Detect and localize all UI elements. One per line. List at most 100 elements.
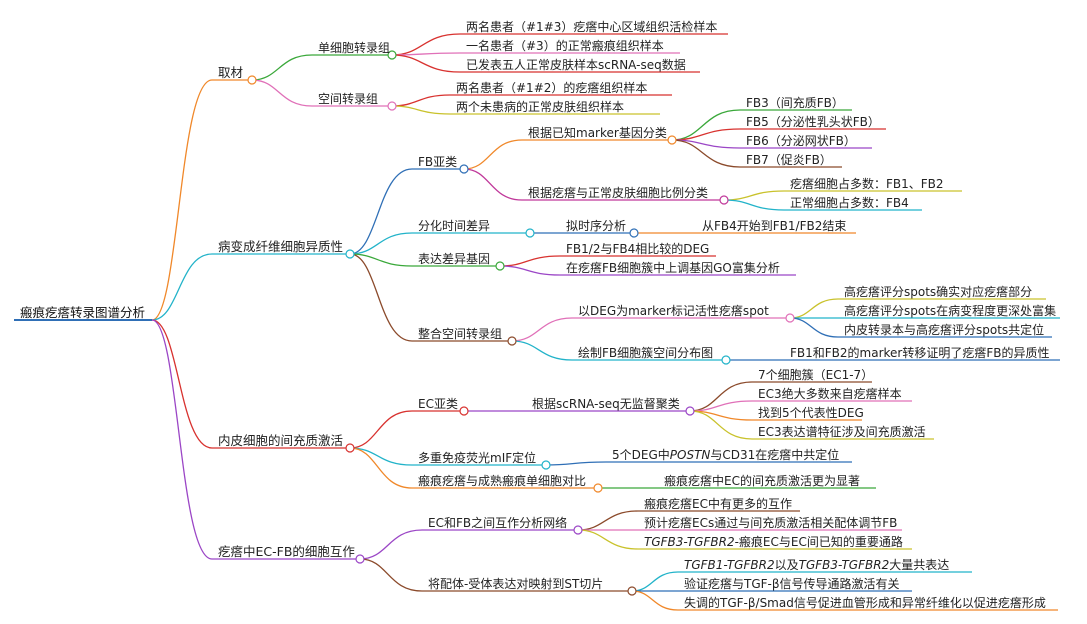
n2_1_2_2-label: 正常细胞占多数：FB4 xyxy=(790,196,909,210)
n2_1_2-label: 根据疙瘩与正常皮肤细胞比例分类 xyxy=(528,186,709,200)
n2_3_2-edge xyxy=(499,265,561,276)
n1_2-dot xyxy=(387,101,397,111)
n2_4_2-edge xyxy=(511,340,573,361)
n1-edge xyxy=(151,79,213,321)
n1_1_2-label: 一名患者（#3）的正常瘢痕组织样本 xyxy=(466,39,664,53)
n3_1_1_4-label: EC3表达谱特征涉及间充质激活 xyxy=(758,425,926,439)
n4_2_3-label: 失调的TGF-β/Smad信号促进血管形成和异常纤维化以促进疙瘩形成 xyxy=(684,596,1046,610)
n2_4_1_3-label: 内皮转录本与高疙瘩评分spots共定位 xyxy=(844,323,1045,337)
n2_1_2_1-edge xyxy=(723,190,785,201)
n2_1-dot xyxy=(459,164,469,174)
n2_3_1-label: FB1/2与FB4相比较的DEG xyxy=(566,242,710,256)
mindmap-dots xyxy=(247,50,795,596)
n2_1-edge xyxy=(349,168,413,255)
n4-label: 疙瘩中EC-FB的细胞互作 xyxy=(218,544,355,559)
n2_1_2-dot xyxy=(719,195,729,205)
n3_1_1-label: 根据scRNA-seq无监督聚类 xyxy=(532,397,680,411)
n4_1_3-part2: -瘢痕EC与EC间已知的重要通路 xyxy=(734,535,903,549)
n1_2-label: 空间转录组 xyxy=(318,92,379,106)
n1-dot xyxy=(247,75,257,85)
n3_2_1-part3: 与CD31在疙瘩中共定位 xyxy=(710,448,840,462)
n3_3-label: 瘢痕疙瘩与成熟瘢痕单细胞对比 xyxy=(418,474,587,488)
n4_2_1-edge xyxy=(631,571,679,592)
n2_3-edge xyxy=(349,253,413,267)
n2_4-edge xyxy=(349,253,413,342)
n4_2_1-part2: 以及 xyxy=(774,558,799,572)
n2-label: 病变成纤维细胞异质性 xyxy=(218,239,344,254)
n2_3_1-edge xyxy=(499,255,561,267)
n2_2_1-dot xyxy=(629,228,639,238)
n3-edge xyxy=(151,319,213,449)
n1-label: 取材 xyxy=(218,65,244,80)
n2_2-edge xyxy=(349,232,413,255)
n3_2-label: 多重免疫荧光mIF定位 xyxy=(418,451,537,465)
n2_4_1-edge xyxy=(511,317,573,342)
n2_2_1-label: 拟时序分析 xyxy=(566,219,627,233)
n3_3-edge xyxy=(349,447,413,489)
n2_4_1_2-label: 高疙瘩评分spots在病变程度更深处富集 xyxy=(844,304,1057,318)
n3_1_1_1-edge xyxy=(689,381,753,412)
n4_2_2-label: 验证疙瘩与TGF-β信号传导通路激活有关 xyxy=(684,577,900,591)
n2_1_1_4-edge xyxy=(671,139,741,168)
n3_2_1-label: 5个DEG中POSTN与CD31在疙瘩中共定位 xyxy=(612,447,839,463)
n4_2-edge xyxy=(359,558,423,592)
n4_1_1-label: 瘢痕疙瘩EC中有更多的互作 xyxy=(644,497,792,511)
n1_1_1-edge xyxy=(391,33,461,56)
n2_1_1_2-label: FB5（分泌性乳头状FB） xyxy=(746,115,880,129)
n4_1-edge xyxy=(359,529,423,560)
n3_1-edge xyxy=(349,410,413,449)
n2_1_2_2-edge xyxy=(723,199,785,211)
n2_1_1-dot xyxy=(667,135,677,145)
n2-dot xyxy=(345,249,355,259)
n2_1_2_1-label: 疙瘩细胞占多数：FB1、FB2 xyxy=(790,177,944,191)
n2_3-dot xyxy=(495,261,505,271)
n4_2-label: 将配体-受体表达对映射到ST切片 xyxy=(428,577,604,591)
n3_1_1_1-label: 7个细胞簇（EC1-7） xyxy=(758,368,874,382)
n2_1_1_3-label: FB6（分泌网状FB） xyxy=(746,134,856,148)
n1_2_1-label: 两名患者（#1#2）的疙瘩组织样本 xyxy=(456,81,648,95)
n1_2_2-label: 两个未患病的正常皮肤组织样本 xyxy=(456,100,625,114)
n2_2_1_1-label: 从FB4开始到FB1/FB2结束 xyxy=(702,219,847,233)
n3_1_1_2-label: EC3绝大多数来自疙瘩样本 xyxy=(758,387,902,401)
n3_3-dot xyxy=(593,483,603,493)
n1_2-edge xyxy=(251,79,313,107)
n4_1-dot xyxy=(573,525,583,535)
n2_1_2-edge xyxy=(463,168,523,201)
n4_2_1-part4: 大量共表达 xyxy=(889,558,950,572)
n2_4_2-dot xyxy=(721,355,731,365)
n3_2_1-part2: POSTN xyxy=(669,448,711,462)
n1_1_3-edge xyxy=(391,54,461,73)
n2_4_1_1-label: 高疙瘩评分spots确实对应疙瘩部分 xyxy=(844,285,1033,299)
n3_1-label: EC亚类 xyxy=(418,397,458,411)
n1_2_1-edge xyxy=(391,94,451,107)
n3-label: 内皮细胞的间充质激活 xyxy=(218,433,344,448)
n2_4_1_3-edge xyxy=(789,317,839,338)
n2_1_1-label: 根据已知marker基因分类 xyxy=(528,126,667,140)
n1_2_2-edge xyxy=(391,105,451,115)
n2_1_1-edge xyxy=(463,139,523,170)
n4_2-dot xyxy=(627,586,637,596)
n2_4_1_1-edge xyxy=(789,298,839,319)
n4_1_3-edge xyxy=(577,529,639,550)
n2-edge xyxy=(151,253,213,321)
n4_1_3-label: TGFB3-TGFBR2-瘢痕EC与EC间已知的重要通路 xyxy=(644,534,903,550)
n3_3_1-label: 瘢痕疙瘩中EC的间充质激活更为显著 xyxy=(664,474,860,488)
n3_2_1-edge xyxy=(545,461,607,466)
n4-edge xyxy=(151,319,213,560)
n1_1_1-label: 两名患者（#1#3）疙瘩中心区域组织活检样本 xyxy=(466,20,718,34)
n4_1-label: EC和FB之间互作分析网络 xyxy=(428,516,568,530)
n3-dot xyxy=(345,443,355,453)
n1_1-dot xyxy=(387,50,397,60)
n4_2_1-part3: TGFB3-TGFBR2 xyxy=(798,558,890,572)
n1_1-label: 单细胞转录组 xyxy=(318,41,391,55)
n3_1-dot xyxy=(459,406,469,416)
n4_1_2-label: 预计疙瘩ECs通过与间充质激活相关配体调节FB xyxy=(644,516,898,530)
n4_2_1-part1: TGFB1-TGFBR2 xyxy=(684,558,775,572)
n2_4_2-label: 绘制FB细胞簇空间分布图 xyxy=(578,346,714,360)
n2_2-label: 分化时间差异 xyxy=(418,219,491,233)
n4-dot xyxy=(355,554,365,564)
mindmap-edges xyxy=(14,33,1060,611)
n2_4-dot xyxy=(507,336,517,346)
n1_1_3-label: 已发表五人正常皮肤样本scRNA-seq数据 xyxy=(466,58,686,72)
